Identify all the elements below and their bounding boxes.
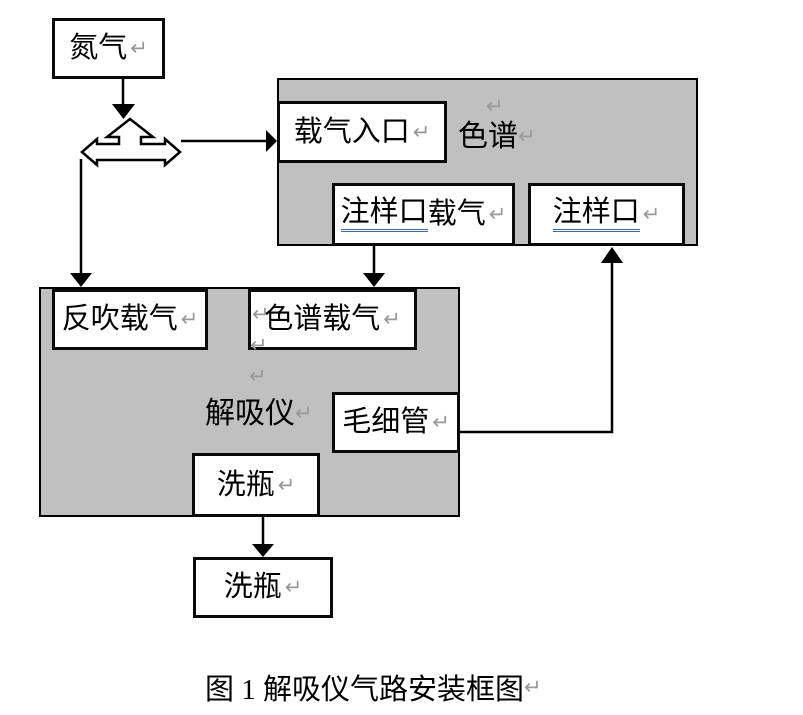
arrow-injection-carrier-to-chrom-carrier	[363, 246, 385, 287]
return-mark-icon: ↵	[488, 202, 507, 226]
desorber-label-text: 解吸仪	[205, 397, 295, 430]
return-mark-icon: ↵	[518, 124, 536, 149]
figure-caption-text: 图 1 解吸仪气路安装框图	[205, 674, 525, 706]
wash-bottle-outer-box: 洗瓶↵	[193, 557, 333, 618]
return-mark-icon: ↵	[250, 333, 268, 357]
chromatograph-carrier-box: 色谱载气↵	[248, 289, 417, 350]
capillary-label: 毛细管	[342, 406, 430, 439]
carrier-gas-inlet-box: 载气入口↵	[277, 101, 447, 163]
carrier-gas-inlet-label: 载气入口	[293, 115, 410, 148]
return-mark-icon: ↵	[383, 307, 401, 331]
return-mark-icon: ↵	[524, 674, 542, 699]
return-mark-icon: ↵	[295, 401, 313, 426]
chromatograph-panel-label: 色谱↵	[458, 121, 536, 153]
arrow-splitter-to-backflush	[70, 159, 92, 287]
injection-port-carrier-underlined-label: 注样口	[340, 197, 428, 232]
wash-bottle-outer-label: 洗瓶	[223, 571, 282, 604]
nitrogen-box: 氮气↵	[52, 18, 165, 79]
return-mark-icon: ↵	[284, 575, 303, 599]
return-mark-icon: ↵	[130, 36, 148, 60]
return-mark-icon: ↵	[486, 94, 504, 118]
injection-port-carrier-rest-label: 载气	[427, 198, 486, 231]
return-mark-icon: ↵	[277, 472, 296, 497]
injection-port-box: 注样口↵	[528, 183, 685, 246]
wash-bottle-inner-box: 洗瓶↵	[192, 453, 320, 517]
arrow-capillary-to-injection-port	[460, 247, 623, 434]
return-mark-icon: ↵	[249, 364, 267, 388]
figure-caption: 图 1 解吸仪气路安装框图↵	[205, 666, 542, 708]
return-mark-icon: ↵	[252, 302, 270, 326]
return-mark-icon: ↵	[432, 410, 450, 434]
arrow-splitter-to-carrier-inlet	[181, 130, 277, 152]
backflush-carrier-box: 反吹载气↵	[52, 289, 208, 350]
chromatograph-label-text: 色谱	[458, 120, 518, 153]
return-mark-icon: ↵	[180, 307, 199, 331]
backflush-carrier-label: 反吹载气	[61, 303, 178, 336]
splitter-three-way-arrow-icon	[80, 117, 182, 168]
arrow-nitrogen-to-splitter	[112, 79, 135, 119]
return-mark-icon: ↵	[642, 202, 661, 226]
desorber-panel-label: 解吸仪↵	[205, 398, 313, 430]
chromatograph-carrier-label: 色谱载气	[264, 303, 381, 336]
injection-port-carrier-box: 注样口载气↵	[332, 183, 515, 246]
wash-bottle-inner-label: 洗瓶	[216, 468, 275, 501]
return-mark-icon: ↵	[412, 119, 431, 144]
injection-port-label: 注样口	[552, 197, 640, 232]
nitrogen-label: 氮气	[69, 32, 128, 65]
capillary-box: 毛细管↵	[332, 392, 460, 453]
arrow-wash-inner-to-wash-outer	[252, 517, 274, 557]
